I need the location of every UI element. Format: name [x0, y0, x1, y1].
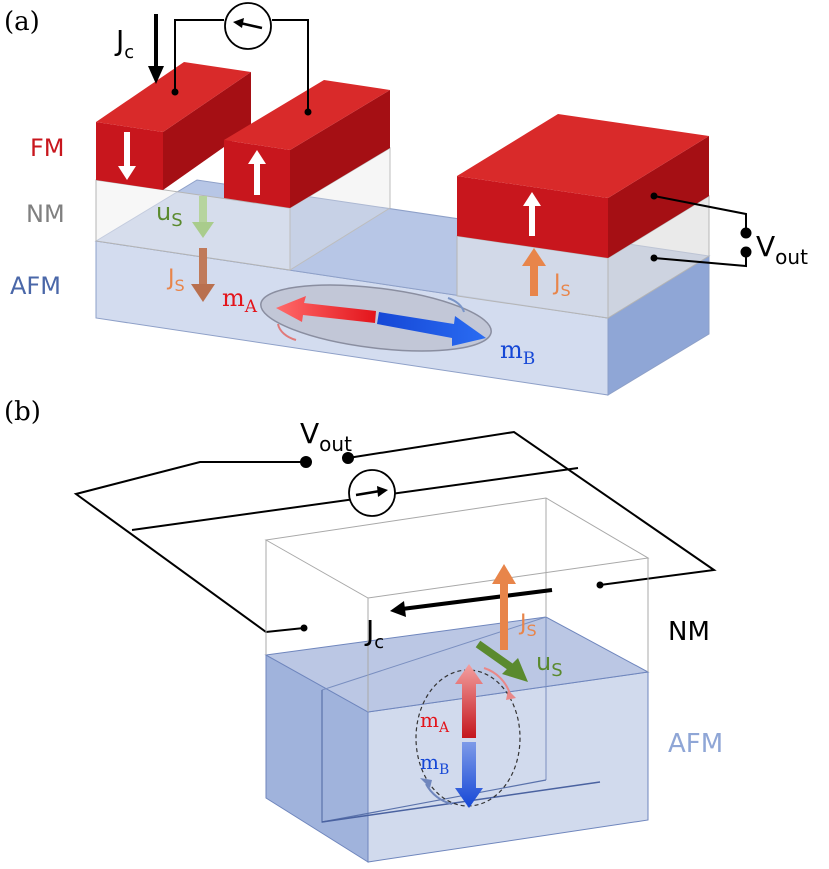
- panel-a-label: (a): [4, 7, 40, 37]
- ammeter-b: [348, 469, 396, 517]
- spin-accum-arrow-b: [475, 640, 528, 682]
- sublattice-a-arrow-b: [455, 664, 483, 738]
- sublattice-a-label-b: mA: [420, 708, 450, 736]
- sublattice-b-arrow-b: [455, 742, 483, 808]
- charge-current-label-b: Jc: [364, 614, 384, 653]
- ammeter-a: [224, 2, 272, 50]
- left-arrow-icon: [233, 18, 244, 28]
- nm-block-b: [264, 497, 650, 712]
- right-arrow-icon: [377, 486, 388, 497]
- sublattice-a-label-a: mA: [222, 284, 258, 317]
- vout-label-b: Vout: [300, 417, 352, 456]
- charge-current-label-a: Jc: [114, 24, 134, 63]
- afm-label-a: AFM: [10, 272, 61, 300]
- spin-current-label-b: JS: [518, 611, 537, 640]
- sublattice-a-arrow-a: [276, 296, 376, 323]
- afm-label-b: AFM: [668, 729, 723, 759]
- fm-label-a: FM: [30, 134, 65, 162]
- vout-circuit-a: [650, 192, 752, 268]
- vout-label-a: Vout: [756, 230, 808, 269]
- spin-accum-label-b: uS: [536, 648, 563, 681]
- panel-a: (a): [4, 2, 808, 396]
- nm-label-a: NM: [26, 200, 65, 228]
- spin-current-arrow-down-a: [191, 248, 215, 302]
- charge-current-arrow-b: [390, 588, 553, 617]
- charge-current-arrow-a: [148, 14, 164, 84]
- spin-current-arrow-b: [492, 564, 516, 650]
- top-circuit-wires: [171, 19, 312, 116]
- spin-current-arrow-up-a: [522, 248, 546, 296]
- panel-b-label: (b): [4, 397, 41, 427]
- fm-block-1: [96, 62, 251, 190]
- sublattice-b-arrow-a: [377, 312, 486, 346]
- sublattice-b-label-a: mB: [500, 336, 535, 369]
- panel-b: (b) Vout: [4, 397, 723, 863]
- nm-label-b: NM: [668, 617, 710, 647]
- spin-accum-arrow-a: [192, 196, 214, 238]
- sublattice-b-label-b: mB: [420, 750, 449, 778]
- afm-block-b: [264, 616, 650, 863]
- spin-current-label-right-a: JS: [552, 271, 571, 300]
- spin-current-label-left-a: JS: [166, 266, 185, 295]
- circuit-wires-b: [73, 430, 717, 634]
- spin-accum-label-a: uS: [156, 198, 183, 231]
